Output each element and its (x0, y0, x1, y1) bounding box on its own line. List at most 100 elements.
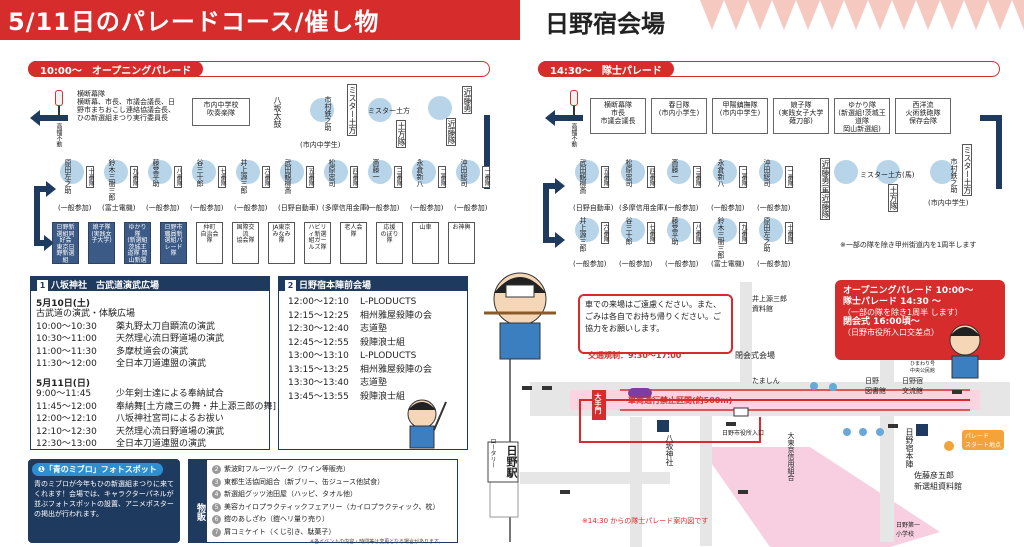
goods-text: 屑コミケイト（くじ引き、駄菓子） (224, 527, 336, 536)
city-hall-entrance-label: 日野市役所入口 (722, 430, 765, 437)
parade-route-arrow (543, 183, 557, 189)
kondo-sign: 近藤勇 (462, 86, 472, 114)
goods-number: 5 (212, 502, 221, 512)
parade-route-arrow (484, 115, 490, 121)
schedule-title: 日野宿本陣前会場 (299, 281, 372, 291)
start-label: 高幡不動 (55, 122, 62, 148)
group-flag: 国際交流 協会隊 (232, 222, 259, 264)
legend-closing: 閉会式 16:00頃～ (843, 317, 920, 328)
group-flag: お神輿 (448, 222, 475, 264)
participant-label: (一般参加) (619, 260, 653, 268)
rotary-label: ロータリー (489, 438, 496, 468)
figure-head (759, 160, 783, 184)
kondo-tai-sign: 近藤隊 (820, 192, 830, 220)
schedule-time: 13:45～13:55 (288, 391, 349, 402)
figure-name: 井上源三郎 (579, 217, 587, 252)
shinkumi-label: 大東京信用組合 (787, 432, 795, 481)
schedule-time: 11:30～12:00 (36, 359, 97, 369)
figure-head (104, 160, 128, 184)
figure-name: 藤堂平助 (152, 159, 160, 187)
squad-sign: 十番隊 (785, 222, 793, 244)
mister-hijikata-sign: ミスター土方 (962, 144, 972, 196)
figure-name: 原田左之助 (763, 217, 771, 252)
figure-ichimura (310, 98, 334, 122)
schedule-time: 12:00～12:10 (288, 297, 349, 307)
koryukan-label: 日野宿 交流館 (902, 377, 923, 395)
figure-head (621, 218, 645, 242)
figure-ichimura (930, 160, 954, 184)
figure-head (324, 160, 348, 184)
goods-number: 6 (212, 515, 221, 524)
figure-name: 斎藤一 (671, 159, 679, 180)
goods-box: 物販 (188, 459, 458, 543)
figure-name: 井上源三郎 (240, 159, 248, 194)
lantern-pole (58, 106, 60, 120)
figure-head (667, 160, 691, 184)
schedule-event: 天然理心流日野道場の演武 (116, 334, 225, 344)
mascot-illustration (949, 324, 981, 379)
parade-direction-arrow (545, 110, 555, 126)
group-box: 甲陽鎮撫隊 (市内中学生) (712, 98, 768, 134)
ichimura-sub-label: (市内中学生) (300, 141, 341, 149)
schedule-time: 10:30～11:00 (36, 334, 97, 344)
schedule-time: 13:30～13:40 (288, 378, 349, 388)
figure-name: 武田観柳斎 (284, 159, 292, 194)
lead-banner-group: 横断幕隊 横断幕、市長、市議会議長、日野市まちおこし連絡協議会長、ひの新選組まつ… (76, 88, 176, 144)
hijikata-tai-sign: 土方隊 (396, 120, 406, 148)
parade-direction-arrow (44, 235, 54, 251)
participant-label: (一般参加) (454, 204, 488, 212)
squad-sign: 四番隊 (350, 166, 358, 188)
participant-label: (一般参加) (573, 260, 607, 268)
figure-name: 谷三十郎 (196, 159, 204, 187)
closed-zone-label: 車両通行禁止区間(約500m) (628, 396, 733, 405)
figure-name: 永倉新八 (717, 159, 725, 187)
figure-name: 永倉新八 (416, 159, 424, 187)
hijikata-tai-sign: 土方隊 (888, 184, 898, 212)
squad-sign: 七番隊 (218, 166, 226, 188)
venue-map (487, 282, 1010, 547)
goods-number: 7 (212, 527, 221, 537)
participant-label: (一般参加) (366, 204, 400, 212)
schedule-event: 少年剣士達による奉納試合 (116, 389, 224, 399)
squad-sign: 三番隊 (693, 166, 701, 188)
zigzag-decoration (700, 0, 1024, 30)
hino-library-label: 日野 図書館 (865, 377, 886, 395)
footnote: ※各イベントの内容・時間等は変更となる場合があります。 (310, 539, 444, 545)
parade-route-arrow (38, 115, 68, 121)
schedule-time: 13:00～13:10 (288, 351, 349, 361)
squad-sign: 八番隊 (693, 222, 701, 244)
figure-name: 鈴木三樹三郎 (717, 217, 725, 259)
schedule-event: 殺陣浪士組 (360, 337, 406, 348)
figure-name: 松原忠司 (328, 159, 336, 187)
group-flag: 老人会隊 (340, 222, 367, 264)
participant-label: (一般参加) (234, 204, 268, 212)
squad-sign: 六番隊 (601, 222, 609, 244)
photo-spot-text: 青のミブロが今年もひの新選組まつりに来てくれます！会場では、キャラクターパネルが… (34, 480, 174, 519)
parade-route-arrow (34, 240, 46, 246)
parade-direction-arrow (555, 178, 565, 194)
hino-school-label: 日野第一 小学校 (896, 522, 921, 538)
photo-spot-box: ❶「青のミブロ」フォトスポット 青のミブロが今年もひの新選組まつりに来てくれます… (28, 459, 180, 543)
figure-name: 松原忠司 (625, 159, 633, 187)
goods-text: 鎧のあしざわ（鎧ヘリ量り売り） (224, 515, 329, 523)
group-box: 西洋流 火術鉄砲隊 保存会隊 (895, 98, 951, 134)
schedule-event: L-PLODUCTS (360, 297, 417, 307)
mascot-illustration (484, 272, 556, 360)
group-flag: 応援 のぼり隊 (376, 222, 403, 264)
figure-kondo (834, 160, 858, 184)
schedule-time: 10:00～10:30 (36, 321, 97, 332)
goods-text: 美容カイロプラクティックフェアリー（カイロプラクティック、枕） (224, 502, 440, 511)
group-box: 春日隊 (市内小学生) (651, 98, 707, 134)
squad-sign: 三番隊 (394, 166, 402, 188)
group-flag: ゆかり隊 (新選組茨城王道隊 岡山新選組) (124, 222, 151, 270)
group-flag: 山車 (412, 222, 439, 264)
hino-station-label: 日野駅 (505, 445, 518, 478)
figure-name: 鈴木三樹三郎 (108, 159, 116, 201)
goods-label: 物販 (189, 460, 207, 542)
schedule-event: 全日本刀道連盟の演武 (116, 359, 207, 369)
taishi-parade-banner: 14:30～ 隊士パレード (538, 61, 674, 77)
mister-hijikata-sign: ミスター土方 (347, 84, 357, 136)
participant-label: (一般参加) (410, 204, 444, 212)
